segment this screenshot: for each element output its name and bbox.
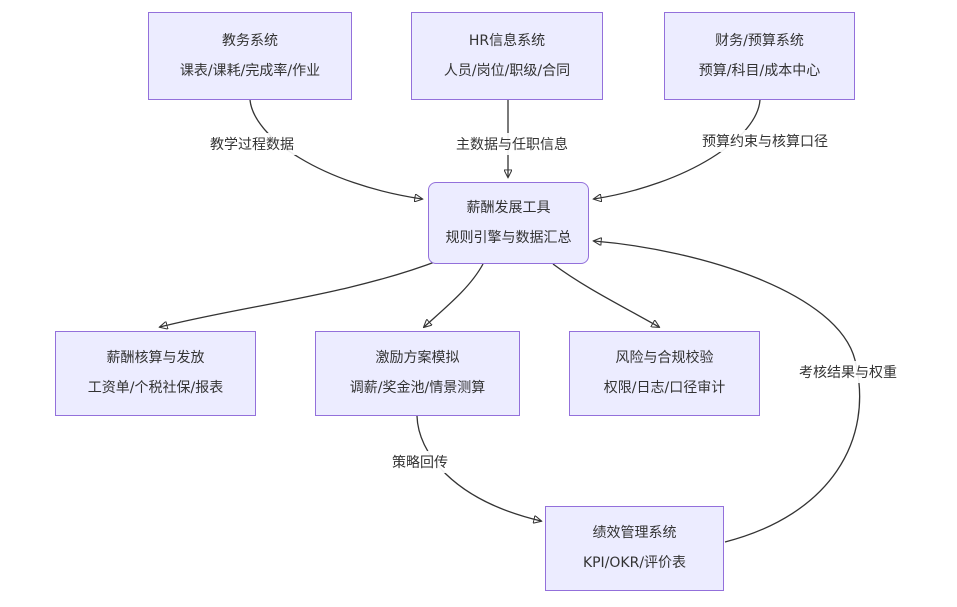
node-hr-title: HR信息系统 (468, 32, 546, 49)
node-risk-subtitle: 权限/日志/口径审计 (603, 380, 726, 396)
node-finance-title: 财务/预算系统 (715, 32, 804, 49)
node-payroll: 薪酬核算与发放 工资单/个税社保/报表 (55, 331, 256, 416)
node-tool-subtitle: 规则引擎与数据汇总 (445, 229, 572, 246)
node-risk-title: 风险与合规校验 (615, 350, 714, 367)
edge-label-master-data: 主数据与任职信息 (453, 133, 571, 155)
edge-label-strategy-feedback: 策略回传 (389, 451, 451, 473)
edge-label-budget-constraint: 预算约束与核算口径 (699, 130, 831, 152)
edge-label-teaching-data: 教学过程数据 (207, 133, 297, 155)
node-hr-subtitle: 人员/岗位/职级/合同 (443, 62, 571, 79)
edge-tool-to-incentive (424, 263, 484, 327)
node-incentive-simulation: 激励方案模拟 调薪/奖金池/情景测算 (315, 331, 520, 416)
node-incentive-subtitle: 调薪/奖金池/情景测算 (349, 380, 486, 396)
node-finance-subtitle: 预算/科目/成本中心 (698, 62, 821, 79)
node-risk-compliance: 风险与合规校验 权限/日志/口径审计 (569, 331, 760, 416)
node-payroll-title: 薪酬核算与发放 (106, 350, 205, 367)
edge-label-assessment-weight: 考核结果与权重 (796, 361, 900, 383)
node-academic-title: 教务系统 (222, 32, 278, 49)
edge-tool-to-payroll (160, 259, 441, 327)
node-tool-title: 薪酬发展工具 (466, 199, 551, 216)
node-payroll-subtitle: 工资单/个税社保/报表 (87, 380, 224, 396)
edge-tool-to-risk (552, 263, 659, 327)
node-hr-system: HR信息系统 人员/岗位/职级/合同 (411, 12, 603, 100)
node-performance-system: 绩效管理系统 KPI/OKR/评价表 (545, 506, 724, 591)
node-performance-subtitle: KPI/OKR/评价表 (582, 555, 687, 571)
node-performance-title: 绩效管理系统 (592, 525, 677, 542)
node-finance-system: 财务/预算系统 预算/科目/成本中心 (664, 12, 855, 100)
node-academic-subtitle: 课表/课耗/完成率/作业 (179, 62, 321, 79)
node-compensation-tool: 薪酬发展工具 规则引擎与数据汇总 (428, 182, 589, 264)
node-incentive-title: 激励方案模拟 (375, 350, 460, 367)
node-academic-system: 教务系统 课表/课耗/完成率/作业 (148, 12, 352, 100)
